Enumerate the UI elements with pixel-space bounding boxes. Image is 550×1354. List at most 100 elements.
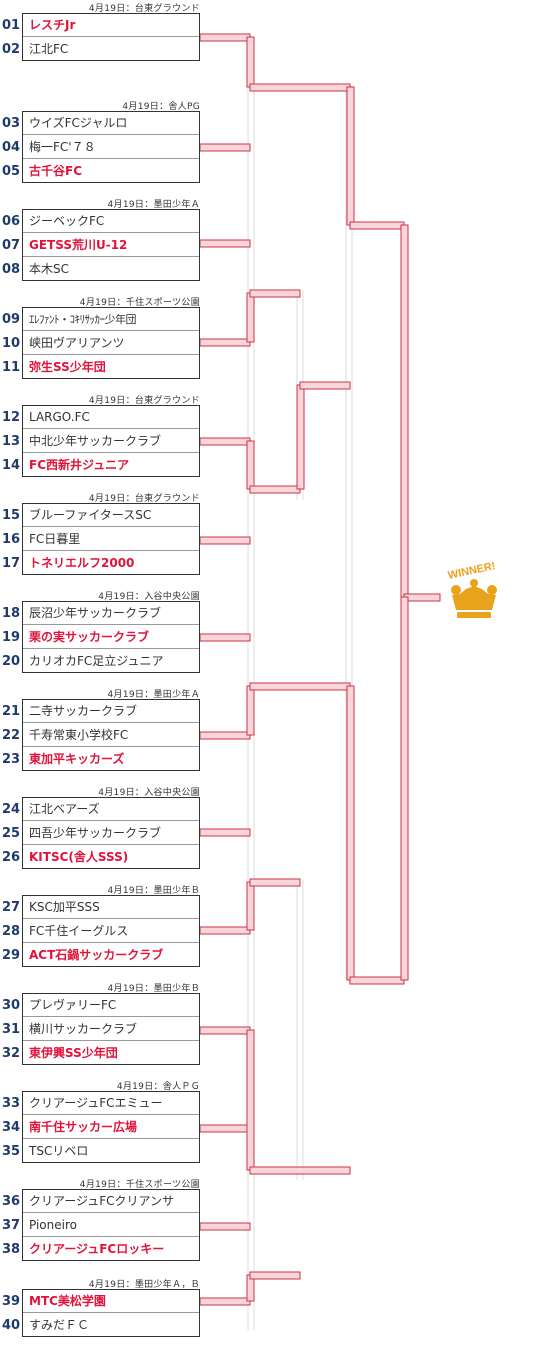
venue-label: 4月19日：舎人ＰＧ [116,1082,200,1092]
team-number: 14 [2,458,21,473]
bracket-line [249,83,351,92]
team-name: 梅一FC'７８ [23,136,199,159]
team-number: 26 [2,850,21,865]
team-name: MTC美松学園 [23,1290,199,1313]
team-name: 辰沼少年サッカークラブ [23,602,199,625]
team-name: ACT石鍋サッカークラブ [29,948,164,962]
round1-line [199,239,251,248]
team-number: 17 [2,556,21,571]
team-number: 23 [2,752,21,767]
team-name: 東加平キッカーズ [29,752,125,766]
venue-label: 4月19日：墨田少年Ｂ [107,984,200,994]
bracket-line [249,1271,301,1280]
team-number: 30 [2,998,21,1013]
team-name: クリアージュFCエミュー [23,1092,199,1115]
venue-label: 4月19日：入谷中央公園 [98,788,200,798]
team-number: 18 [2,606,21,621]
team-name: 古千谷FC [29,164,83,178]
team-number: 11 [2,360,21,375]
team-name: プレヴァリーFC [23,994,199,1017]
team-name: LARGO.FC [23,406,199,429]
team-number: 24 [2,802,21,817]
team-group: 江北ベアーズ四吾少年サッカークラブ KITSC(舎人SSS) [22,797,200,869]
team-number: 05 [2,164,21,179]
round1-line [199,338,251,347]
round1-line [199,926,251,935]
team-number: 27 [2,900,21,915]
round1-line [199,1222,251,1231]
team-number: 04 [2,140,21,155]
bracket-line [249,485,301,494]
team-name: 江北ベアーズ [23,798,199,821]
team-number: 12 [2,410,21,425]
team-name: 四吾少年サッカークラブ [23,822,199,845]
bracket-line [400,596,409,981]
team-name: ｴﾚﾌｧﾝﾄ・ｺｷﾘｻｯｶｰ少年団 [23,308,199,331]
venue-label: 4月19日：墨田少年Ａ [107,690,200,700]
team-name: レスチJr [23,14,199,37]
team-number: 01 [2,18,21,33]
team-name: 東伊興SS少年団 [29,1046,118,1060]
venue-label: 4月19日：千住スポーツ公園 [79,298,200,308]
team-name: ジーベックFC [23,210,199,233]
bracket-line [349,221,405,230]
bracket-line [249,682,351,691]
round1-line [199,437,251,446]
team-number: 22 [2,728,21,743]
bracket-line [246,1029,255,1171]
team-number: 25 [2,826,21,841]
venue-label: 4月19日：墨田少年Ｂ [107,886,200,896]
team-name: クリアージュFCクリアンサ [23,1190,199,1213]
team-name: 弥生SS少年団 [29,360,106,374]
team-number: 09 [2,312,21,327]
team-name: FC千住イーグルス [23,920,199,943]
team-group: 二寺サッカークラブ千寿常東小学校FC 東加平キッカーズ [22,699,200,771]
team-name: ブルーファイタースSC [23,504,199,527]
team-number: 28 [2,924,21,939]
team-name: 二寺サッカークラブ [23,700,199,723]
round1-line [199,1297,251,1306]
team-name: トネリエルフ2000 [29,556,135,570]
bracket-line [246,36,255,88]
team-number: 32 [2,1046,21,1061]
team-name: KITSC(舎人SSS) [29,850,129,864]
team-number: 19 [2,630,21,645]
team-name: すみだＦＣ [29,1318,90,1332]
team-number: 13 [2,434,21,449]
crown-icon [451,579,497,618]
team-number: 16 [2,532,21,547]
bracket-line [299,381,351,390]
bracket-line [400,224,409,598]
team-name: 南千住サッカー広場 [23,1116,199,1139]
team-number: 10 [2,336,21,351]
venue-label: 4月19日：入谷中央公園 [98,592,200,602]
team-number: 02 [2,42,21,57]
venue-label: 4月19日：台東グラウンド [88,4,200,14]
team-name: 千寿常東小学校FC [23,724,199,747]
team-number: 33 [2,1096,21,1111]
team-number: 35 [2,1144,21,1159]
team-group: MTC美松学園すみだＦＣ [22,1289,200,1337]
team-name: GETSS荒川U-12 [23,234,199,257]
venue-label: 4月19日：台東グラウンド [88,494,200,504]
bracket-line [249,1166,351,1175]
team-name: TSCリベロ [29,1144,89,1158]
bracket-line [246,292,255,343]
team-number: 07 [2,238,21,253]
team-number: 20 [2,654,21,669]
team-number: 21 [2,704,21,719]
team-group: ｴﾚﾌｧﾝﾄ・ｺｷﾘｻｯｶｰ少年団峡田ヴアリアンツ弥生SS少年団 [22,307,200,379]
bracket-line [249,289,301,298]
team-number: 34 [2,1120,21,1135]
bracket-line [296,384,305,490]
team-name: KSC加平SSS [23,896,199,919]
team-group: 辰沼少年サッカークラブ栗の実サッカークラブカリオカFC足立ジュニア [22,601,200,673]
